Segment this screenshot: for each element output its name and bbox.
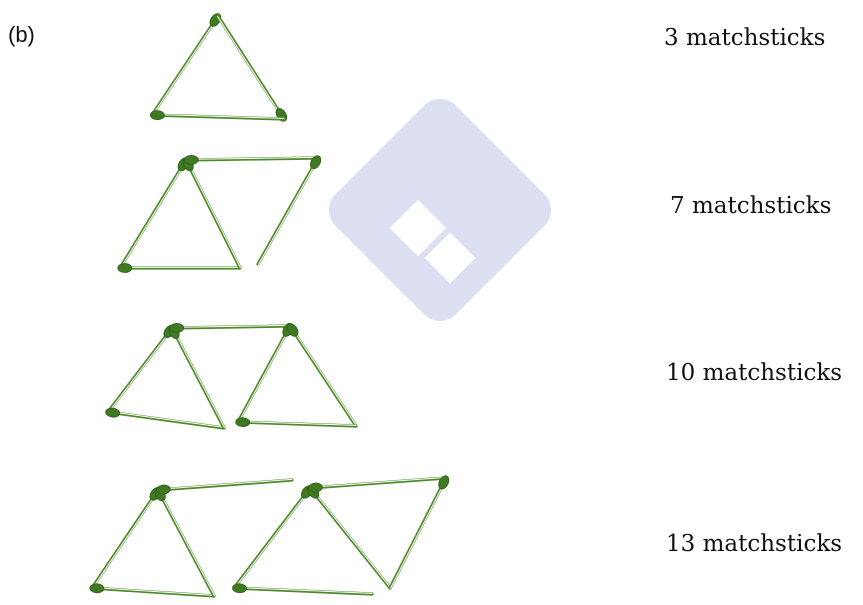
- matchstick: [153, 486, 215, 596]
- matchstick: [152, 12, 223, 116]
- matchstick: [236, 417, 356, 426]
- matchstick: [234, 484, 315, 589]
- matchstick: [118, 264, 240, 273]
- matchstick: [150, 110, 284, 119]
- matchstick: [258, 154, 323, 264]
- figure-3-matchsticks: [105, 322, 356, 428]
- figure-2-matchsticks: [118, 154, 323, 273]
- matchstick: [232, 583, 372, 594]
- matchstick: [390, 474, 451, 588]
- matchstick: [90, 583, 214, 596]
- matchstick: [308, 477, 446, 492]
- matchstick: [285, 322, 356, 426]
- matchstick: [105, 407, 224, 428]
- matchstick: [167, 324, 225, 428]
- matchstick: [238, 322, 295, 423]
- matchstick: [181, 156, 241, 268]
- matchstick: [184, 155, 318, 164]
- matchstick: [108, 323, 177, 412]
- matchstick: [156, 479, 292, 494]
- matchstick: [217, 16, 288, 123]
- matchstick: [305, 484, 390, 588]
- matchstick: [120, 156, 191, 268]
- matchstick: [92, 486, 163, 589]
- figure-4-matchsticks: [90, 474, 451, 596]
- matchstick: [170, 323, 290, 332]
- figure-1-matchsticks: [150, 12, 289, 124]
